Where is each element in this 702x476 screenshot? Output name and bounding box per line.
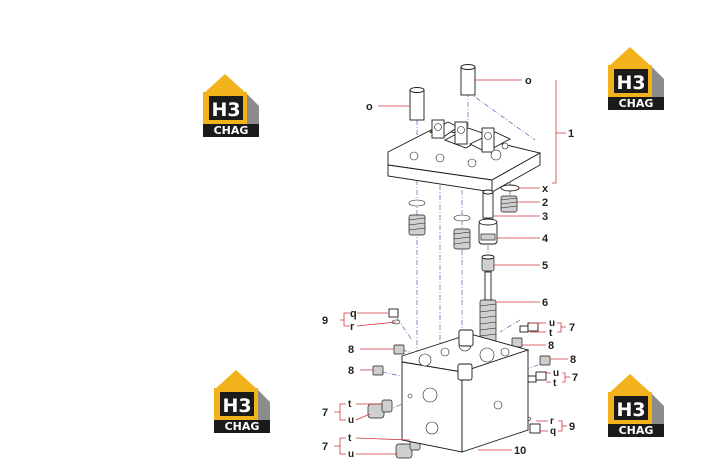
callout-r-bottom: r <box>550 416 554 427</box>
washer <box>481 254 495 272</box>
callout-7-right-mid: 7 <box>572 372 578 384</box>
callout-6: 6 <box>542 297 548 309</box>
logo-top-right: H3 CHAG <box>608 47 664 110</box>
callout-o-left: o <box>366 101 373 113</box>
callout-u-right-mid: u <box>553 368 559 379</box>
o-ring-mid <box>453 214 471 222</box>
logo-mark-text: H3 <box>222 395 251 417</box>
callout-3: 3 <box>542 211 548 223</box>
plug-8-d <box>539 355 551 366</box>
valve-body <box>401 329 530 453</box>
spring-right <box>500 195 518 213</box>
logo-bottom-right: H3 CHAG <box>608 374 664 437</box>
callout-7-left-top: 7 <box>322 407 328 419</box>
callout-7-right-top: 7 <box>569 322 575 334</box>
callout-8-right-mid: 8 <box>570 354 576 366</box>
callout-t-right-mid: t <box>553 378 557 389</box>
logo-brand-text: CHAG <box>619 97 654 110</box>
logo-mark-text: H3 <box>616 399 645 421</box>
callout-8-left-top: 8 <box>348 344 354 356</box>
plug-8-a <box>393 344 405 355</box>
pin <box>482 189 494 219</box>
callout-t-left-bottom: t <box>348 433 352 444</box>
callout-5: 5 <box>542 260 548 272</box>
callout-8-left-mid: 8 <box>348 365 354 377</box>
callout-t-left-top: t <box>348 399 352 410</box>
logo-top-left: H3 CHAG <box>203 74 259 137</box>
o-ring <box>500 184 520 192</box>
push-rod-left <box>409 87 425 121</box>
callout-7-left-bottom: 7 <box>322 441 328 453</box>
spring-mid <box>453 228 471 250</box>
callout-x: x <box>542 183 549 195</box>
callout-1: 1 <box>568 128 574 140</box>
fitting-7-left-top <box>367 399 393 419</box>
fitting-7-right-mid <box>527 371 547 383</box>
spool <box>479 271 497 343</box>
callout-r-top: r <box>350 321 355 333</box>
callout-u-right-top: u <box>549 318 555 329</box>
top-plate-assembly <box>387 119 542 193</box>
plug-top-left <box>388 308 401 325</box>
callout-q-top: q <box>350 308 357 320</box>
callout-4: 4 <box>542 233 549 245</box>
callout-9-top: 9 <box>322 315 328 327</box>
plug-8-b <box>372 365 384 376</box>
fitting-7-right-top <box>519 322 539 333</box>
callout-q-bottom: q <box>550 426 556 437</box>
o-ring-left <box>408 199 426 207</box>
logo-brand-text: CHAG <box>619 424 654 437</box>
spring-left <box>408 214 426 236</box>
logo-mark-text: H3 <box>211 99 240 121</box>
callout-10: 10 <box>514 445 526 457</box>
callout-o-right: o <box>525 75 532 87</box>
callout-2: 2 <box>542 197 548 209</box>
callout-labels: o o 1 x 2 3 4 5 6 9 q r u t 7 8 8 8 8 u … <box>322 75 578 460</box>
push-rod-right <box>460 64 476 96</box>
logo-bottom-left: H3 CHAG <box>214 370 270 433</box>
guide-seat <box>478 218 498 245</box>
callout-t-right-top: t <box>549 328 553 339</box>
leader-lines <box>334 79 570 455</box>
logo-brand-text: CHAG <box>214 124 249 137</box>
callout-8-right-top: 8 <box>548 340 554 352</box>
callout-u-left-top: u <box>348 415 354 426</box>
callout-u-left-bottom: u <box>348 449 354 460</box>
callout-9-bottom: 9 <box>569 421 575 433</box>
logo-mark-text: H3 <box>616 72 645 94</box>
logo-brand-text: CHAG <box>225 420 260 433</box>
